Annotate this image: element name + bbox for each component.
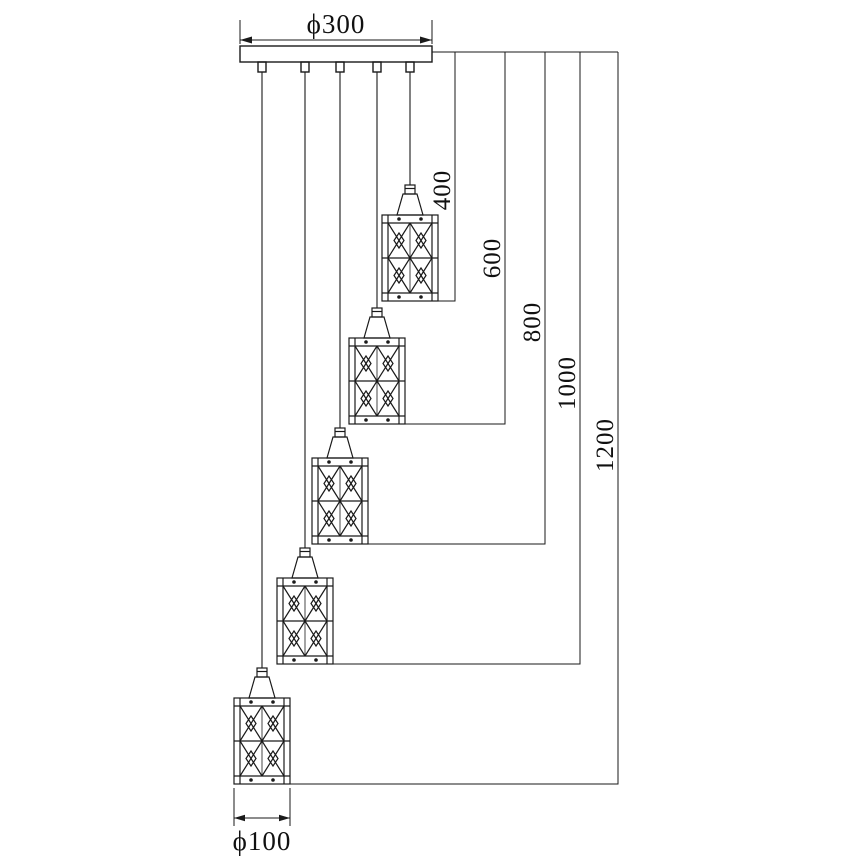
dim-line-400 [432,52,456,302]
canopy-diameter-dimension [239,20,433,44]
dim-line-1200 [284,52,619,785]
shade-diameter-dimension [233,788,291,826]
cord-connector [335,61,345,73]
cord-connector [257,61,267,73]
drop-label-600: 600 [479,238,506,279]
ceiling-canopy [239,45,433,73]
dim-line-600 [399,52,506,425]
suspension-cords [261,72,411,668]
drop-label-1200: 1200 [592,418,619,472]
drop-label-1000: 1000 [554,356,581,410]
cord-connector [372,61,382,73]
arrowhead-left-icon [240,36,252,44]
canopy-diameter-label: ϕ300 [307,9,366,39]
drop-dimension-lines [284,51,619,785]
shade-diameter-label: ϕ100 [233,826,292,856]
pendant-shade-5 [233,667,291,785]
cord-connector [405,61,415,73]
drop-label-800: 800 [519,302,546,343]
dim-line-800 [362,52,546,545]
pendant-shade-3 [311,427,369,545]
pendant-shade-2 [348,307,406,425]
arrowhead-right-icon [279,814,290,822]
arrowhead-right-icon [420,36,432,44]
drop-label-400: 400 [429,170,456,211]
cord-connector [300,61,310,73]
arrowhead-left-icon [234,814,245,822]
dim-line-1000 [327,52,581,665]
pendant-shade-4 [276,547,334,665]
